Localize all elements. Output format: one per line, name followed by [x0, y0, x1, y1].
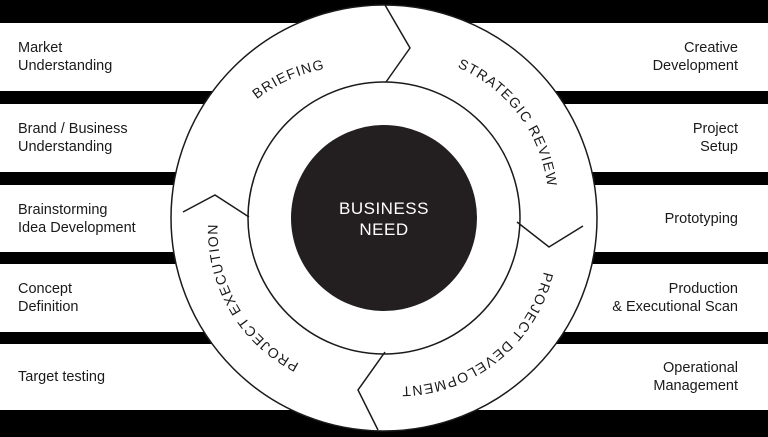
separator-top: [384, 4, 411, 83]
box-label: Creative: [684, 40, 738, 56]
box-label: Project: [692, 121, 738, 137]
box-label: Target testing: [18, 369, 106, 385]
center-circle: [291, 125, 477, 311]
center-label-line2: NEED: [359, 220, 408, 239]
box-label: Market: [18, 40, 63, 56]
box-label: Understanding: [18, 58, 113, 74]
box-label: Idea Development: [18, 219, 136, 236]
box-label: & Executional Scan: [612, 299, 738, 315]
separator-right: [516, 221, 584, 248]
box-label: Brand / Business: [18, 121, 128, 137]
box-label: Setup: [700, 139, 738, 155]
box-label: Brainstorming: [18, 201, 108, 218]
box-label: Operational: [663, 360, 738, 376]
box-label: Understanding: [18, 139, 113, 155]
separator-bottom: [357, 351, 386, 431]
box-label: Concept: [18, 281, 73, 297]
center-label-line1: BUSINESS: [339, 199, 429, 218]
box-label: Development: [652, 58, 738, 74]
separator-left: [182, 194, 250, 218]
box-label: Prototyping: [664, 210, 738, 227]
box-label: Production: [668, 281, 738, 297]
box-label: Definition: [18, 299, 79, 315]
box-label: Management: [653, 378, 738, 394]
